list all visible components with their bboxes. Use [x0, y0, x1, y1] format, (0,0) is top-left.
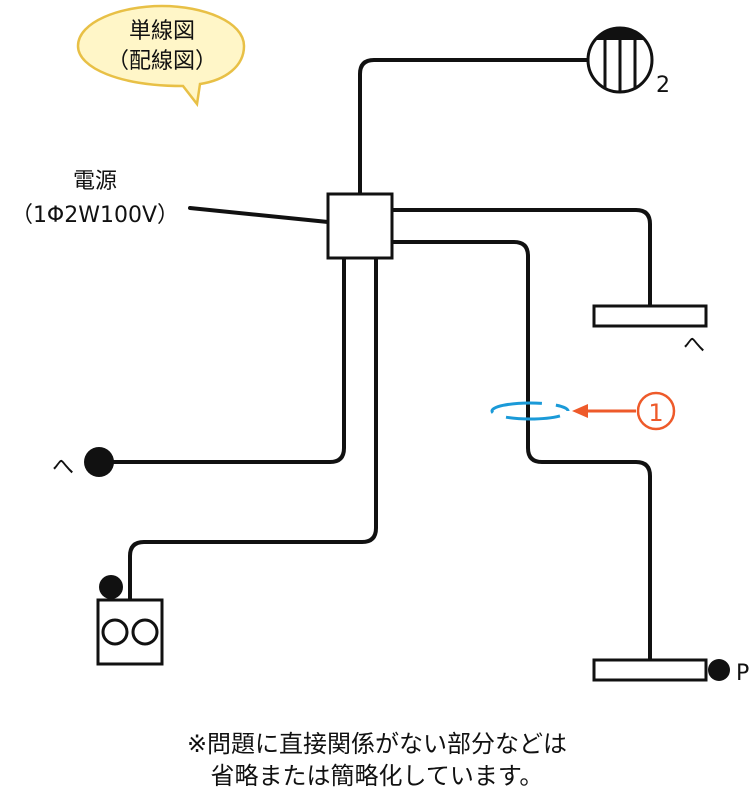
title-bubble-line1: 単線図	[129, 19, 195, 44]
cable-ring	[490, 401, 570, 421]
left-switch-dot	[84, 447, 114, 477]
power-source-label: 電源 （1Φ2W100V）	[11, 169, 179, 228]
p-fixture	[592, 658, 708, 682]
power-source-leader	[188, 206, 330, 224]
fixture-2-symbol	[586, 26, 654, 94]
marker-1: 1	[636, 391, 676, 431]
title-bubble-line2: （配線図）	[107, 49, 217, 74]
footnote-line2: 省略または簡略化しています。	[210, 762, 544, 790]
right-top-fixture-label: へ	[683, 333, 705, 358]
marker-1-arrow	[572, 404, 636, 418]
wire-to-p-fixture	[390, 240, 652, 662]
power-source-line2: （1Φ2W100V）	[11, 203, 179, 228]
junction-box	[326, 192, 394, 260]
left-switch-label: へ	[52, 455, 74, 480]
outlet-symbol	[96, 598, 164, 666]
p-switch-label: P	[736, 661, 749, 686]
marker-1-number: 1	[648, 399, 663, 427]
wire-to-right-top-fixture	[390, 208, 652, 308]
p-switch-dot	[708, 659, 730, 681]
wires	[102, 58, 652, 662]
outlet-switch-dot	[99, 575, 123, 599]
fixture-2-top-fill	[595, 27, 645, 40]
wire-to-outlet	[128, 256, 378, 602]
footnote-line1: ※問題に直接関係がない部分などは	[186, 730, 568, 758]
right-top-fixture	[592, 304, 708, 328]
power-source-line1: 電源	[73, 169, 117, 194]
wire-to-left-switch	[102, 256, 346, 464]
title-bubble-shape	[76, 4, 246, 108]
fixture-2-label: 2	[656, 73, 670, 98]
wire-to-fixture-2	[358, 58, 592, 196]
title-bubble: 単線図 （配線図）	[76, 4, 246, 108]
